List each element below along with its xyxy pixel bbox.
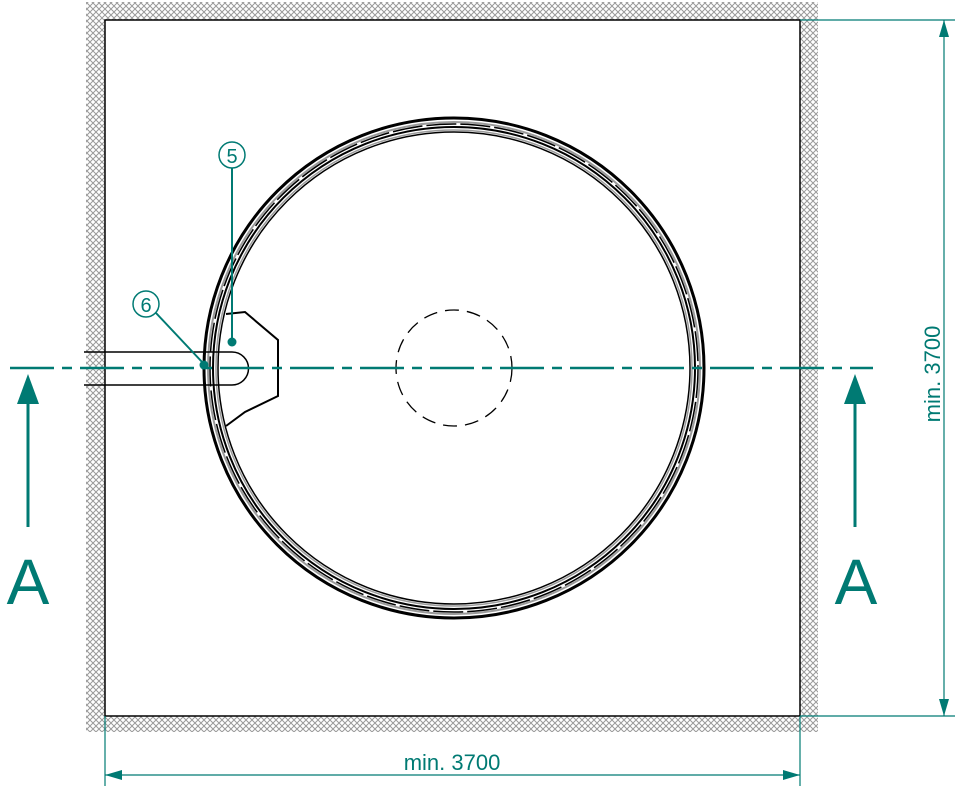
callout-5: 5 (218, 141, 246, 347)
section-arrow-right (844, 374, 866, 527)
dimension-width: min. 3700 (104, 716, 801, 786)
dimension-width-label: min. 3700 (404, 750, 501, 775)
section-label-left: A (7, 546, 50, 618)
dimension-height: min. 3700 (800, 19, 955, 717)
callout-5-number: 5 (226, 146, 237, 168)
callout-6-number: 6 (140, 295, 151, 317)
section-arrow-left (17, 374, 39, 527)
section-label-right: A (835, 546, 878, 618)
dimension-height-label: min. 3700 (920, 326, 945, 423)
callout-6: 6 (132, 290, 209, 370)
